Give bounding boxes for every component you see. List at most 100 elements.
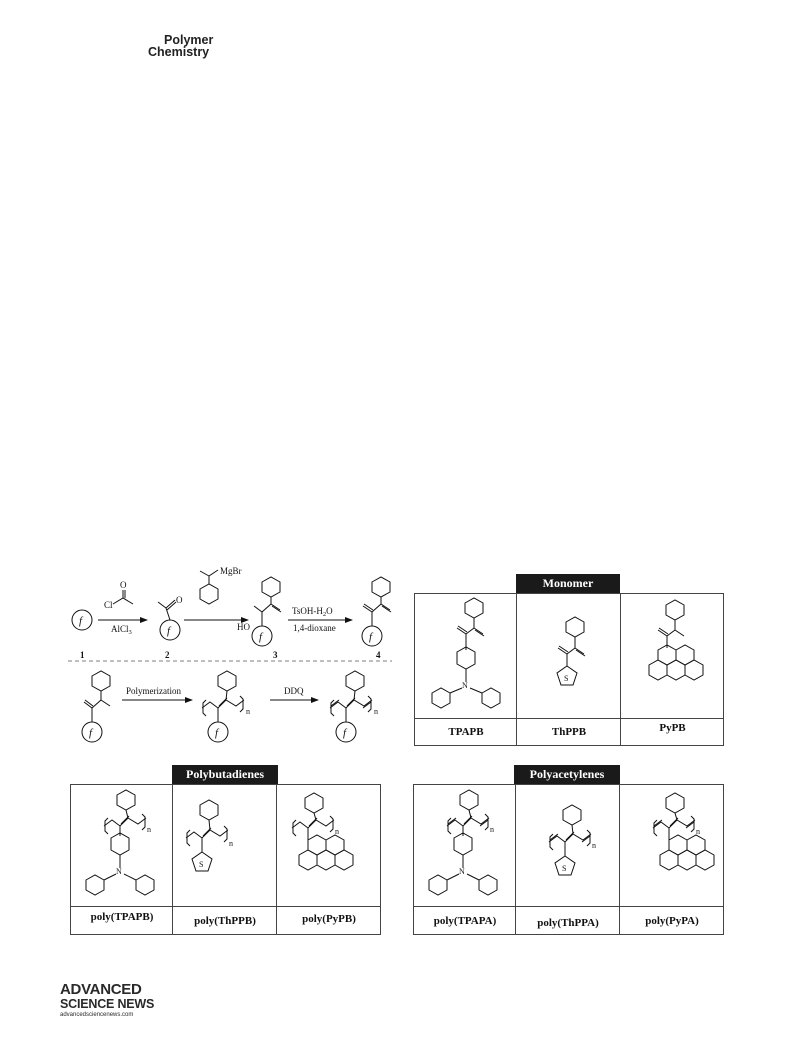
journal-name-line2: Chemistry (148, 45, 210, 59)
publisher-logo-line2: SCIENCE NEWS (60, 997, 155, 1011)
poly-tpapb-phenyl-right (135, 874, 155, 896)
publisher-logo-line1: ADVANCED (60, 981, 142, 998)
compound4-phenyl-ring (371, 576, 391, 598)
poly-thppb-phenyl-ring (199, 799, 219, 821)
poly-pypa-n-subscript: n (696, 827, 700, 836)
f-label-6: f (215, 727, 220, 739)
polyacetylene-cell-3 (620, 785, 724, 934)
hydroxyl-label: HO (237, 622, 250, 632)
poly-thppa-sulfur-label: S (562, 864, 566, 873)
ketone-oxygen-label: O (176, 595, 183, 605)
poly-tpapb-n-subscript: n (147, 825, 151, 834)
polyacetylene-phenyl-ring (345, 670, 365, 692)
acyl-oxygen-label: O (120, 580, 127, 590)
polyacetylene-cell-1 (414, 785, 516, 934)
poly-pypb-n-subscript: n (335, 827, 339, 836)
polyacetylene-cell-2 (516, 785, 620, 934)
monomer-caption-3: PyPB (659, 722, 686, 734)
polymerization-label: Polymerization (126, 686, 181, 696)
polybutadiene-caption-1: poly(TPAPB) (90, 911, 154, 923)
thppb-thiophene-ring (556, 665, 578, 686)
pypb-pyrene-ring-3 (648, 659, 668, 681)
thppb-phenyl-ring (565, 616, 585, 638)
journal-name-line1: Polymer (164, 33, 214, 47)
polybutadiene-box-title: Polybutadienes (172, 765, 278, 784)
polyacetylene-caption-3: poly(PyPA) (645, 915, 699, 927)
f-label-7: f (343, 727, 348, 739)
polybutadiene-cell-1 (71, 785, 173, 934)
publisher-logo[interactable]: ADVANCED SCIENCE NEWS advancedsciencenew… (60, 982, 154, 1018)
polyacetylene-box-title: Polyacetylenes (514, 765, 620, 784)
poly-tpapa-phenyl-right (478, 874, 498, 896)
tpapb-phenyl-ring (464, 597, 484, 619)
compound-number-3: 3 (273, 650, 278, 660)
pypb-phenyl-ring (665, 599, 685, 621)
polyacetylene-caption-divider (414, 906, 723, 907)
monomer-caption-1: TPAPB (448, 726, 484, 738)
f-label-3: f (259, 631, 264, 643)
polybutadiene-caption-divider (71, 906, 380, 907)
grignard-label: MgBr (220, 566, 242, 576)
f-label-1: f (79, 615, 84, 627)
tpapb-phenyl-left (431, 687, 451, 709)
compound-number-4: 4 (376, 650, 381, 660)
polybutadiene-cell-3 (277, 785, 381, 934)
acid-catalyst-label: TsOH-H2O (292, 606, 333, 618)
pypb-pyrene-ring-5 (684, 659, 704, 681)
synthesis-scheme: f f f f f f f O Cl AlCl3 O MgBr HO TsOH-… (68, 566, 392, 743)
poly-tpapa-aryl-ring (453, 832, 473, 856)
monomer-caption-divider (415, 718, 723, 719)
monomer-cell-3 (621, 594, 724, 745)
f-label-5: f (89, 727, 94, 739)
publisher-url: advancedsciencenews.com (60, 1011, 134, 1018)
f-label-4: f (369, 631, 374, 643)
polybutadiene-phenyl-ring (217, 670, 237, 692)
solvent-label: 1,4-dioxane (293, 623, 336, 633)
compound3-phenyl-ring (261, 576, 281, 598)
monomer-cell-1 (415, 594, 517, 745)
polyacetylene-box: poly(TPAPA) poly(ThPPA) poly(PyPA) (413, 784, 724, 935)
poly-tpapa-nitrogen-label: N (459, 867, 465, 876)
poly-thppb-n-subscript: n (229, 839, 233, 848)
poly-pypb-phenyl-ring (304, 792, 324, 814)
acyl-chlorine-label: Cl (104, 600, 113, 610)
journal-name: Polymer Chemistry (148, 33, 214, 59)
functional-core-circle-1 (71, 609, 93, 631)
ddq-label: DDQ (284, 686, 304, 696)
monomer-box-title: Monomer (516, 574, 620, 593)
polybutadiene-box: poly(TPAPB) poly(ThPPB) poly(PyPB) (70, 784, 381, 935)
monomer-phenyl-ring (91, 670, 111, 692)
poly-tpapb-nitrogen-label: N (116, 867, 122, 876)
tpapb-phenyl-right (481, 687, 501, 709)
poly-thppa-n-subscript: n (592, 841, 596, 850)
lewis-acid-label: AlCl3 (111, 624, 132, 636)
monomer-box: TPAPB ThPPB PyPB (414, 593, 724, 746)
tpapb-aryl-ring (456, 646, 476, 670)
poly-tpapb-phenyl-ring (116, 789, 136, 811)
poly-thppa-phenyl-ring (562, 804, 582, 826)
poly-thppa-thiophene-ring (554, 855, 576, 876)
compound-number-2: 2 (165, 650, 170, 660)
poly-tpapa-phenyl-ring (459, 789, 479, 811)
poly-thppb-thiophene-ring (191, 851, 213, 872)
pypb-pyrene-ring-4 (666, 659, 686, 681)
poly-tpapb-aryl-ring (110, 832, 130, 856)
monomer-caption-2: ThPPB (551, 726, 587, 738)
polybutadiene-caption-2: poly(ThPPB) (194, 915, 256, 927)
poly-pypa-phenyl-ring (665, 792, 685, 814)
monomer-cell-2 (517, 594, 621, 745)
polyacetylene-caption-2: poly(ThPPA) (537, 917, 599, 929)
repeat-n-label-1: n (246, 707, 250, 716)
repeat-n-label-2: n (374, 707, 378, 716)
polybutadiene-cell-2 (173, 785, 277, 934)
compound-number-1: 1 (80, 650, 85, 660)
poly-tpapa-n-subscript: n (490, 825, 494, 834)
tpapb-nitrogen-label: N (462, 681, 468, 690)
poly-tpapb-phenyl-left (85, 874, 105, 896)
poly-tpapa-phenyl-left (428, 874, 448, 896)
thppb-sulfur-label: S (564, 674, 568, 683)
polyacetylene-caption-1: poly(TPAPA) (433, 915, 497, 927)
poly-thppb-sulfur-label: S (199, 860, 203, 869)
polybutadiene-caption-3: poly(PyPB) (302, 913, 356, 925)
